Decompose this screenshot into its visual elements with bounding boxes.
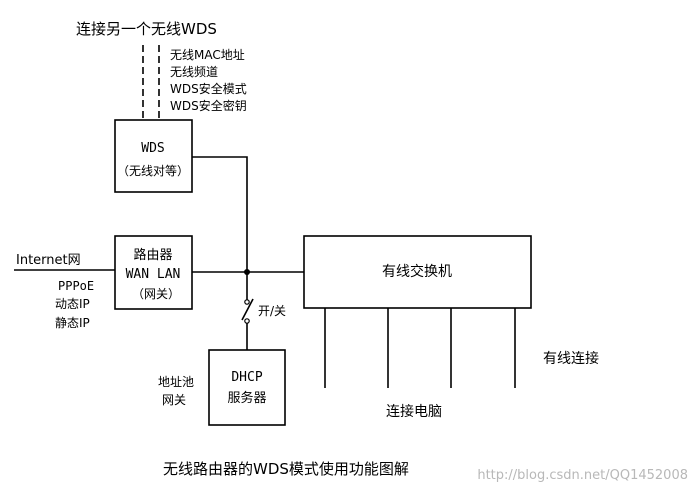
dhcp-side-gateway: 网关	[162, 393, 186, 407]
dhcp-box-subtitle: 服务器	[227, 390, 266, 406]
wired-connection-label: 有线连接	[543, 350, 599, 367]
switch-contact-bottom	[244, 318, 250, 324]
router-box-ports: WAN LAN	[126, 267, 181, 282]
router-box-title: 路由器	[133, 247, 172, 263]
wds-box	[114, 119, 193, 193]
switch-label: 开/关	[258, 304, 286, 318]
wds-setting-security-mode: WDS安全模式	[170, 81, 247, 96]
top-label: 连接另一个无线WDS	[76, 20, 217, 38]
wired-switch-box	[303, 235, 532, 309]
dhcp-side-pool: 地址池	[158, 375, 194, 389]
router-box-gateway: （网关）	[132, 287, 180, 301]
internet-label: Internet网	[16, 253, 81, 268]
dhcp-box-title: DHCP	[231, 370, 262, 385]
wds-setting-channel: 无线频道	[170, 65, 218, 79]
computers-label: 连接电脑	[386, 403, 442, 420]
wds-box-title: WDS	[141, 141, 164, 156]
wan-mode-dynamic-ip: 动态IP	[55, 297, 90, 311]
wds-box-subtitle: （无线对等）	[117, 164, 189, 178]
wired-switch-label: 有线交换机	[382, 263, 452, 280]
wds-setting-mac: 无线MAC地址	[170, 48, 245, 62]
switch-contact-top	[244, 299, 250, 305]
wan-mode-pppoe: PPPoE	[58, 279, 94, 293]
diagram-caption: 无线路由器的WDS模式使用功能图解	[163, 460, 409, 478]
wan-mode-static-ip: 静态IP	[55, 316, 90, 330]
wds-setting-security-key: WDS安全密钥	[170, 98, 247, 113]
watermark: http://blog.csdn.net/QQ1452008	[477, 468, 688, 483]
dhcp-box	[208, 349, 286, 426]
switch-blade	[241, 298, 254, 321]
wds-to-bus-line	[192, 156, 248, 272]
